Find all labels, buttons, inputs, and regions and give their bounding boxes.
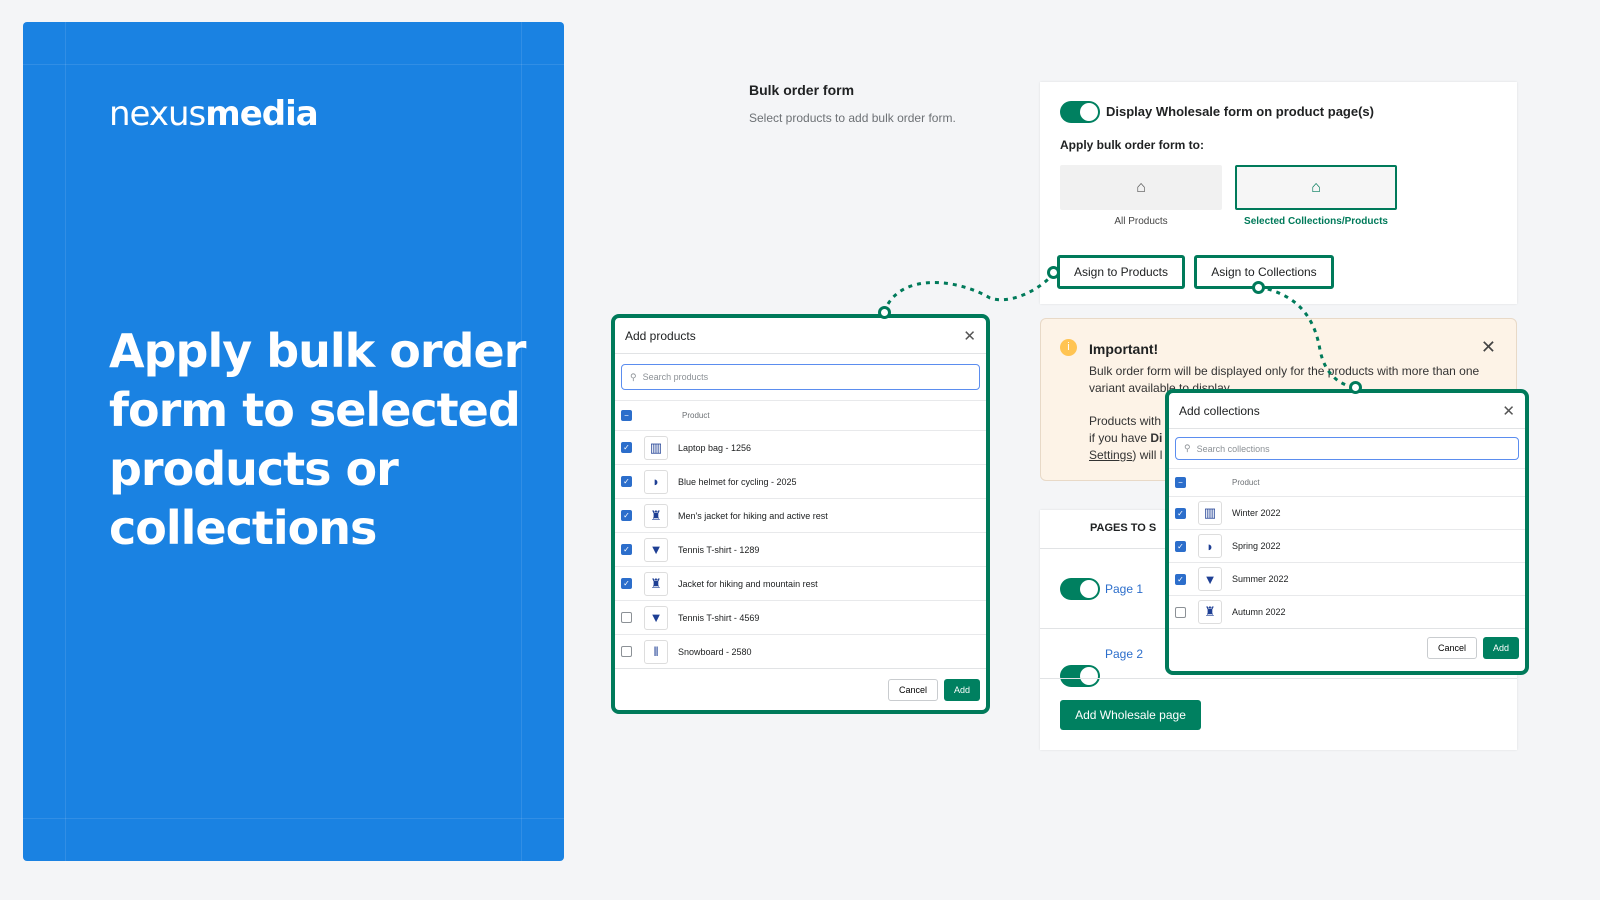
collections-icon: ⌂	[1311, 178, 1321, 196]
tshirt-icon: ▼	[1198, 567, 1222, 591]
row-checkbox[interactable]: ✓	[1175, 507, 1186, 519]
row-checkbox[interactable]	[621, 612, 632, 623]
connector-dot	[1252, 281, 1265, 294]
table-row[interactable]: ✓ ▥ Laptop bag - 1256	[615, 430, 986, 464]
row-name: Snowboard - 2580	[678, 646, 752, 657]
column-header: Product	[1232, 478, 1260, 487]
table-row[interactable]: ✓ ◗ Spring 2022	[1169, 529, 1525, 562]
search-icon: ⚲	[1184, 443, 1191, 453]
display-toggle[interactable]	[1060, 101, 1100, 123]
row-name: Autumn 2022	[1232, 607, 1286, 617]
table-row[interactable]: ✓ ◗ Blue helmet for cycling - 2025	[615, 464, 986, 498]
notice-title: Important!	[1089, 341, 1159, 357]
option-all-products-label: All Products	[1114, 216, 1168, 227]
helmet-icon: ◗	[644, 469, 668, 494]
page-2-toggle[interactable]	[1060, 665, 1100, 687]
row-name: Men's jacket for hiking and active rest	[678, 510, 828, 521]
select-all-checkbox[interactable]: −	[1175, 477, 1186, 488]
row-name: Summer 2022	[1232, 574, 1289, 584]
option-selected-collections-label: Selected Collections/Products	[1244, 216, 1388, 227]
table-row[interactable]: ✓ ♜ Jacket for hiking and mountain rest	[615, 566, 986, 600]
product-add-icon: ⌂	[1136, 178, 1146, 196]
info-icon: i	[1060, 339, 1077, 356]
row-checkbox[interactable]	[1175, 606, 1186, 618]
bag-icon: ▥	[1198, 501, 1222, 525]
jacket-icon: ♜	[1198, 600, 1222, 624]
close-icon[interactable]: ✕	[1502, 402, 1515, 420]
row-name: Winter 2022	[1232, 508, 1281, 518]
jacket-icon: ♜	[644, 571, 668, 596]
apply-label: Apply bulk order form to:	[1060, 138, 1204, 152]
display-toggle-label: Display Wholesale form on product page(s…	[1106, 104, 1374, 119]
table-row[interactable]: ▼ Tennis T-shirt - 4569	[615, 600, 986, 634]
section-title: Bulk order form	[749, 82, 855, 98]
search-icon: ⚲	[630, 371, 637, 382]
row-name: Tennis T-shirt - 1289	[678, 544, 760, 555]
hero-panel: nexusmedia Apply bulk order form to sele…	[23, 22, 564, 861]
settings-card: Display Wholesale form on product page(s…	[1040, 82, 1517, 304]
table-row[interactable]: ✓ ♜ Men's jacket for hiking and active res…	[615, 498, 986, 532]
jacket-icon: ♜	[644, 503, 668, 528]
row-name: Laptop bag - 1256	[678, 442, 752, 453]
row-checkbox[interactable]: ✓	[621, 442, 632, 453]
section-description: Select products to add bulk order form.	[749, 111, 956, 125]
assign-products-button[interactable]: Asign to Products	[1057, 255, 1185, 289]
logo: nexusmedia	[109, 94, 319, 134]
headline: Apply bulk order form to selected produc…	[109, 324, 526, 555]
cancel-button[interactable]: Cancel	[887, 679, 938, 701]
table-row[interactable]: ‖ Snowboard - 2580	[615, 634, 986, 668]
table-row[interactable]: ✓ ▼ Tennis T-shirt - 1289	[615, 532, 986, 566]
row-checkbox[interactable]: ✓	[621, 510, 632, 521]
close-icon[interactable]: ✕	[1480, 337, 1496, 357]
row-checkbox[interactable]: ✓	[1175, 540, 1186, 552]
add-button[interactable]: Add	[943, 679, 980, 701]
tshirt-icon: ▼	[644, 605, 668, 630]
search-collections-input[interactable]: ⚲Search collections	[1175, 437, 1519, 460]
connector-dot	[1047, 266, 1060, 279]
option-all-products[interactable]: ⌂	[1060, 165, 1222, 210]
modal-title: Add collections	[1179, 403, 1260, 418]
row-checkbox[interactable]: ✓	[621, 476, 632, 487]
row-name: Jacket for hiking and mountain rest	[678, 578, 818, 589]
row-name: Tennis T-shirt - 4569	[678, 612, 760, 623]
row-name: Blue helmet for cycling - 2025	[678, 476, 797, 487]
modal-title: Add products	[625, 328, 696, 343]
table-row[interactable]: ✓ ▥ Winter 2022	[1169, 496, 1525, 529]
row-checkbox[interactable]: ✓	[621, 578, 632, 589]
close-icon[interactable]: ✕	[963, 327, 976, 345]
bag-icon: ▥	[644, 435, 668, 460]
add-wholesale-page-button[interactable]: Add Wholesale page	[1060, 700, 1201, 730]
page-1-link[interactable]: Page 1	[1105, 582, 1144, 596]
page-2-link[interactable]: Page 2	[1105, 647, 1144, 661]
table-row[interactable]: ♜ Autumn 2022	[1169, 595, 1525, 628]
row-name: Spring 2022	[1232, 541, 1281, 551]
add-products-modal: Add products✕ ⚲Search products −Product …	[611, 314, 990, 714]
option-selected-collections[interactable]: ⌂	[1235, 165, 1397, 210]
add-button[interactable]: Add	[1482, 637, 1519, 659]
snowboard-icon: ‖	[644, 639, 668, 664]
row-checkbox[interactable]: ✓	[1175, 573, 1186, 585]
add-collections-modal: Add collections ✕ ⚲Search collections − Pr…	[1165, 389, 1529, 675]
select-all-checkbox[interactable]: −	[621, 410, 632, 421]
pages-header: PAGES TO S	[1090, 522, 1157, 534]
table-row[interactable]: ✓ ▼ Summer 2022	[1169, 562, 1525, 595]
row-checkbox[interactable]: ✓	[621, 544, 632, 555]
tshirt-icon: ▼	[644, 537, 668, 562]
search-products-input[interactable]: ⚲Search products	[621, 364, 980, 390]
connector-dot	[1349, 381, 1362, 394]
column-header: Product	[682, 411, 710, 420]
helmet-icon: ◗	[1198, 534, 1222, 558]
connector-dot	[878, 306, 891, 319]
row-checkbox[interactable]	[621, 646, 632, 657]
page-1-toggle[interactable]	[1060, 578, 1100, 600]
cancel-button[interactable]: Cancel	[1426, 637, 1477, 659]
